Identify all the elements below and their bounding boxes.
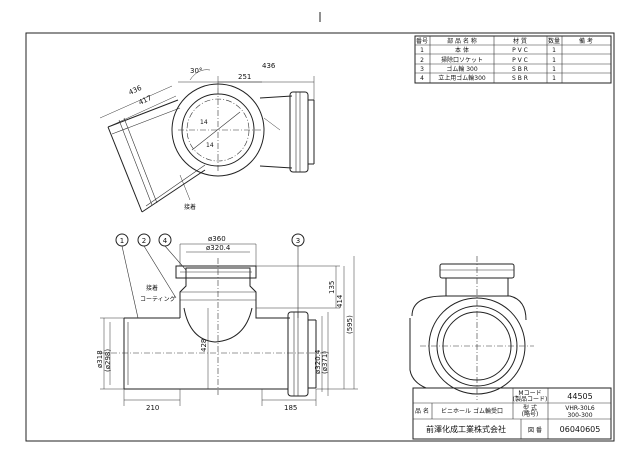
name-label: 品 名 [415,407,429,415]
front-label-bonding: 接着 [146,284,158,292]
svg-text:4: 4 [163,237,168,245]
front-dim-210: 210 [146,404,159,412]
drawing-border [25,32,615,442]
front-dim-414: 414 [336,294,344,308]
front-dimensions [100,243,358,406]
front-dim-phi371: (ø371) [321,351,329,374]
mcode-value: 44505 [567,392,592,401]
plan-dim-251: 251 [238,73,251,81]
parts-header-name: 部 品 名 称 [447,37,477,45]
product-name: ビニホール ゴム輪受口 [441,407,503,415]
model-1: VHR-30L6 [565,405,595,412]
parts-header-material: 材 質 [513,37,527,45]
parts-row-4-qty: 1 [552,75,556,82]
front-dim-595: (595) [346,315,354,334]
svg-text:3: 3 [296,237,300,245]
plan-note-bonding: 接着 [184,203,196,211]
front-dim-185: 185 [284,404,297,412]
plan-view: 436 417 30° 436 251 14 14 接着 [99,62,315,213]
mcode-label-1: Mコード [518,390,541,397]
plan-angle-30: 30° [190,67,202,75]
front-view: 1 2 4 3 [96,233,358,412]
plan-dimensions [99,69,315,201]
parts-header-remarks: 備 考 [579,37,593,45]
company-name: 前澤化成工業株式会社 [426,424,506,434]
title-block: Mコード (製品コード) 44505 品 名 ビニホール ゴム輪受口 型 式 (… [412,387,612,440]
plan-dim-14b: 14 [206,142,214,149]
plan-dim-436-left: 436 [127,84,143,97]
parts-row-1-no: 1 [420,47,424,54]
parts-table: 番号 部 品 名 称 材 質 数量 備 考 1 本 体 P V C 1 2 掃除… [414,35,612,84]
front-label-coating: コーティング [140,295,176,303]
front-dim-phi318: ø318 [96,350,104,368]
parts-row-2-qty: 1 [552,57,556,64]
front-dim-phi3204-top: ø320.4 [206,244,231,252]
mcode-label-2: (製品コード) [513,395,548,403]
parts-row-3-no: 3 [420,66,424,73]
model-label-2: (略号) [522,410,539,418]
parts-row-3-name: ゴム輪 300 [446,65,478,73]
svg-text:2: 2 [142,237,146,245]
parts-row-1-qty: 1 [552,47,556,54]
parts-row-2-material: P V C [512,57,528,64]
front-dim-phi298: (ø298) [104,349,112,372]
model-2: 300-300 [567,412,592,419]
plan-run-pipe [259,91,315,173]
parts-header-no: 番号 [416,38,428,45]
parts-row-4-material: S B R [512,75,528,82]
parts-row-1-material: P V C [512,47,528,54]
front-dim-428: 428 [200,339,208,352]
parts-row-3-material: S B R [512,66,528,73]
parts-row-4-name: 立上用ゴム輪300 [438,74,486,82]
parts-row-3-qty: 1 [552,66,556,73]
parts-row-4-no: 4 [420,75,424,82]
front-dim-phi3204-right: ø320.4 [314,349,322,374]
drawing-no: 06040605 [560,425,601,434]
plan-dim-14a: 14 [200,119,208,126]
plan-dim-417: 417 [137,94,153,107]
parts-row-2-name: 掃除口ソケット [441,56,483,64]
plan-branch-pipe [107,99,206,213]
model-label-1: 型 式 [523,404,537,412]
svg-text:1: 1 [120,237,124,245]
side-view [409,256,534,400]
plan-dim-436-top: 436 [262,62,276,70]
parts-row-2-no: 2 [420,57,424,64]
parts-row-1-name: 本 体 [455,46,469,54]
drawing-no-label: 図 番 [528,427,542,434]
front-dim-135: 135 [328,281,336,294]
front-body [100,258,330,397]
front-dim-phi360: ø360 [208,235,226,243]
parts-header-qty: 数量 [548,37,560,45]
